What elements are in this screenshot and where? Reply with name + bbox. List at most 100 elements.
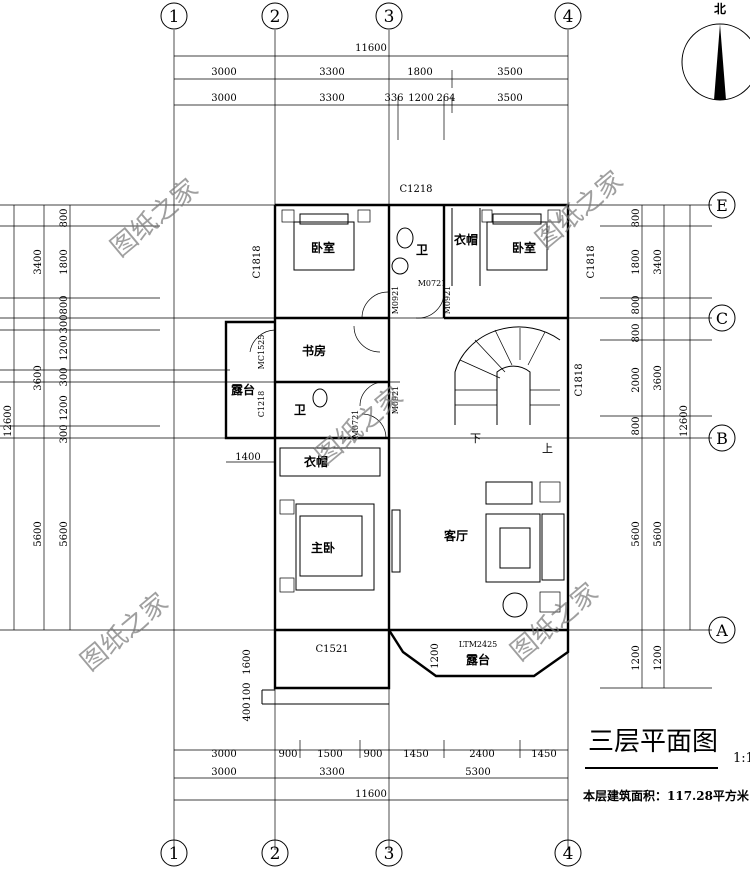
svg-text:1450: 1450: [531, 749, 556, 760]
axis-label: 3: [384, 844, 395, 864]
svg-text:C1521: C1521: [315, 644, 348, 655]
room-terrace-left: 露台: [231, 382, 255, 397]
room-master: 主卧: [311, 540, 335, 555]
north-arrow-icon: 北: [681, 1, 750, 101]
stair-down-label: 下: [470, 432, 481, 445]
svg-text:1400: 1400: [235, 452, 260, 463]
svg-text:12600: 12600: [3, 405, 14, 437]
svg-text:M0921: M0921: [443, 286, 452, 315]
room-study: 书房: [302, 343, 326, 358]
furniture: [279, 209, 565, 618]
title-block: 三层平面图 1:1 本层建筑面积：117.28平方米: [583, 727, 750, 803]
room-bath-mid: 卫: [294, 403, 306, 417]
axis-label: 3: [384, 7, 395, 27]
axis-bubbles-top: 1 2 3 4: [160, 2, 582, 30]
svg-text:3500: 3500: [497, 67, 522, 78]
svg-text:800: 800: [631, 208, 642, 227]
svg-text:M0721: M0721: [351, 410, 360, 439]
svg-text:1200: 1200: [430, 643, 441, 668]
drawing-scale: 1:1: [733, 751, 750, 766]
svg-text:1500: 1500: [317, 749, 342, 760]
svg-text:300: 300: [59, 367, 70, 386]
svg-text:3400: 3400: [33, 249, 44, 274]
svg-text:1200: 1200: [631, 645, 642, 670]
room-living: 客厅: [443, 528, 468, 543]
right-dimensions: 800 1800 800 800 2000 800 5600 1200 3400…: [600, 205, 712, 689]
svg-text:图纸之家: 图纸之家: [530, 166, 629, 256]
axis-bubbles-right: E C B A: [708, 191, 736, 644]
room-closet-mid: 衣帽: [304, 454, 328, 469]
drawing-title: 三层平面图: [588, 727, 718, 757]
svg-text:100: 100: [242, 682, 253, 701]
svg-text:1450: 1450: [403, 749, 428, 760]
north-label: 北: [714, 1, 726, 16]
svg-text:3300: 3300: [319, 67, 344, 78]
top-dimensions: 11600 3000 3300 1800 3500 3000 3300 336 …: [174, 43, 568, 140]
svg-text:2000: 2000: [631, 367, 642, 392]
svg-text:3400: 3400: [653, 249, 664, 274]
svg-text:3500: 3500: [497, 93, 522, 104]
axis-label: 1: [169, 844, 180, 864]
room-bedroom-left: 卧室: [311, 240, 335, 255]
room-labels: 卧室 卧室 卫 衣帽 书房 露台 卫 衣帽 主卧 客厅 露台: [231, 232, 536, 667]
svg-text:400: 400: [242, 702, 253, 721]
svg-text:336: 336: [384, 93, 403, 104]
svg-text:5600: 5600: [33, 521, 44, 546]
svg-text:图纸之家: 图纸之家: [505, 578, 604, 668]
axis-label: 2: [270, 7, 281, 27]
svg-text:C1818: C1818: [574, 363, 585, 396]
svg-text:C1218: C1218: [399, 184, 432, 195]
walls: [224, 203, 570, 705]
svg-text:800: 800: [631, 416, 642, 435]
area-note: 本层建筑面积：117.28平方米: [583, 788, 750, 803]
svg-text:C1818: C1818: [586, 245, 597, 278]
svg-text:1200: 1200: [408, 93, 433, 104]
svg-text:11600: 11600: [355, 789, 387, 800]
svg-text:2400: 2400: [469, 749, 494, 760]
axis-label: 2: [270, 844, 281, 864]
svg-text:5300: 5300: [465, 767, 490, 778]
local-dimensions: 1400 1600 100 400 1200: [226, 452, 441, 722]
svg-text:M0921: M0921: [391, 286, 400, 315]
svg-text:1800: 1800: [631, 249, 642, 274]
svg-text:5600: 5600: [59, 521, 70, 546]
axis-label: E: [716, 196, 728, 215]
svg-text:1600: 1600: [242, 649, 253, 674]
room-terrace-bottom: 露台: [466, 652, 490, 667]
axis-bubbles-bottom: 1 2 3 4: [160, 839, 582, 867]
svg-text:M0721: M0721: [418, 279, 447, 288]
stair-up-label: 上: [542, 442, 553, 455]
svg-text:800: 800: [59, 208, 70, 227]
svg-text:5600: 5600: [653, 521, 664, 546]
svg-text:800: 800: [631, 323, 642, 342]
svg-text:3600: 3600: [653, 365, 664, 390]
axis-label: 1: [169, 7, 180, 27]
svg-text:1200: 1200: [59, 335, 70, 360]
axis-label: B: [716, 429, 728, 448]
svg-text:800: 800: [631, 295, 642, 314]
svg-text:12600: 12600: [679, 405, 690, 437]
svg-text:M0921: M0921: [391, 386, 400, 415]
svg-text:3000: 3000: [211, 67, 236, 78]
svg-text:LTM2425: LTM2425: [459, 640, 498, 649]
svg-text:图纸之家: 图纸之家: [75, 588, 174, 678]
svg-text:1200: 1200: [59, 395, 70, 420]
doors: [249, 291, 445, 439]
svg-text:MC1525: MC1525: [257, 335, 266, 370]
svg-text:3600: 3600: [33, 365, 44, 390]
svg-text:11600: 11600: [355, 43, 387, 54]
svg-text:3300: 3300: [319, 93, 344, 104]
room-bath-top: 卫: [416, 243, 428, 257]
svg-text:300: 300: [59, 314, 70, 333]
bottom-dimensions: 3000 900 1500 900 1450 2400 1450 3000 33…: [174, 740, 568, 801]
watermarks: 图纸之家 图纸之家 图纸之家 图纸之家 图纸之家: [75, 166, 629, 678]
svg-text:5600: 5600: [631, 521, 642, 546]
room-bedroom-right: 卧室: [512, 240, 536, 255]
svg-text:1800: 1800: [59, 249, 70, 274]
svg-text:800: 800: [59, 295, 70, 314]
svg-text:3000: 3000: [211, 93, 236, 104]
svg-text:图纸之家: 图纸之家: [310, 382, 409, 472]
svg-text:264: 264: [436, 93, 455, 104]
left-dimensions: 12600 3400 3600 5600 800 1800 800 300 12…: [0, 205, 400, 630]
svg-text:C1818: C1818: [252, 245, 263, 278]
